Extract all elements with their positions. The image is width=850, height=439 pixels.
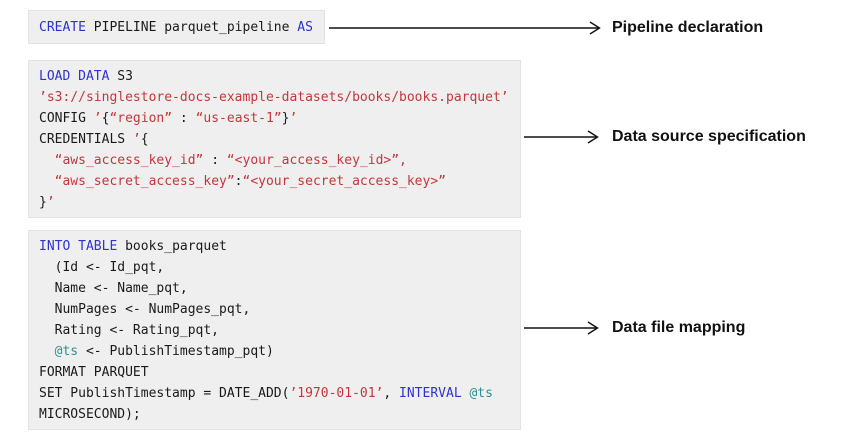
code-token-str: “us-east-1” [195,111,282,126]
code-token-str: “<your_secret_access_key>” [242,174,447,189]
code-token-pl: books_parquet [117,239,227,254]
code-line: (Id <- Id_pqt, [39,257,510,278]
code-line: LOAD DATA S3 [39,66,510,87]
code-line: SET PublishTimestamp = DATE_ADD(’1970-01… [39,383,510,404]
code-line: ’s3://singlestore-docs-example-datasets/… [39,87,510,108]
code-token-pl: SET PublishTimestamp = DATE_ADD( [39,386,290,401]
arrow-connector-data-source-specification [524,130,599,144]
code-token-str: ’ [93,111,102,126]
code-token-pl [39,174,55,189]
code-token-str: “<your_access_key_id>”, [226,153,407,168]
annotation-data-file-mapping: Data file mapping [612,319,746,336]
code-token-pl: (Id <- Id_pqt, [39,260,165,275]
code-block-data-source-specification: LOAD DATA S3 ’s3://singlestore-docs-examp… [28,60,521,218]
code-line: FORMAT PARQUET [39,362,510,383]
code-token-pl: { [140,132,149,147]
code-line: CREATE PIPELINE parquet_pipeline AS [39,17,313,38]
code-token-pl: <- PublishTimestamp_pqt) [78,344,274,359]
code-line: NumPages <- NumPages_pqt, [39,299,510,320]
code-token-pl: , [383,386,400,401]
code-token-kw: INTO TABLE [39,239,118,254]
code-token-pl: CONFIG [39,111,94,126]
arrow-connector-pipeline-declaration [329,21,601,35]
code-block-data-file-mapping: INTO TABLE books_parquet (Id <- Id_pqt, … [28,230,521,430]
code-token-pl: { [101,111,110,126]
code-token-pl: MICROSECOND); [39,407,141,422]
code-token-str: “region” [109,111,173,126]
code-token-kw: AS [297,19,313,35]
code-token-pl: } [39,195,47,210]
code-token-pl: PIPELINE parquet_pipeline [85,19,298,35]
code-line: Rating <- Rating_pqt, [39,320,510,341]
code-token-var: @ts [469,386,493,401]
code-token-str: ’ [289,111,298,126]
code-line: “aws_secret_access_key”:“<your_secret_ac… [39,171,510,192]
code-block-pipeline-declaration: CREATE PIPELINE parquet_pipeline AS [28,10,325,44]
code-token-kw: LOAD DATA [39,69,110,84]
code-token-str: ’1970-01-01’ [289,386,384,401]
code-line: “aws_access_key_id” : “<your_access_key_… [39,150,510,171]
code-token-pl: Rating <- Rating_pqt, [39,323,220,338]
code-token-pl: : [234,174,243,189]
code-token-pl: S3 [109,69,133,84]
code-token-pl: FORMAT PARQUET [39,365,149,380]
code-line: MICROSECOND); [39,404,510,425]
code-token-pl: NumPages <- NumPages_pqt, [39,302,251,317]
annotation-data-source-specification: Data source specification [612,128,806,145]
code-token-pl: CREDENTIALS [39,132,133,147]
code-token-str: “aws_access_key_id” [54,153,204,168]
code-token-kw: INTERVAL [399,386,462,401]
arrow-connector-data-file-mapping [524,321,599,335]
code-token-pl [39,153,55,168]
code-line: CREDENTIALS ’{ [39,129,510,150]
code-token-var: @ts [54,344,79,359]
code-token-pl: Name <- Name_pqt, [39,281,188,296]
code-token-str: ’s3://singlestore-docs-example-datasets/… [39,90,509,105]
code-token-str: ’ [132,132,141,147]
annotation-pipeline-declaration: Pipeline declaration [612,19,764,36]
code-token-pl: : [203,153,227,168]
code-token-pl [39,344,55,359]
code-token-str: ’ [46,195,55,210]
code-token-pl: } [281,111,290,126]
code-line: CONFIG ’{“region” : “us-east-1”}’ [39,108,510,129]
code-line: INTO TABLE books_parquet [39,236,510,257]
code-line: }’ [39,192,510,213]
code-line: Name <- Name_pqt, [39,278,510,299]
code-token-pl: : [172,111,196,126]
code-token-kw: CREATE [39,19,86,35]
code-token-str: “aws_secret_access_key” [54,174,235,189]
code-line: @ts <- PublishTimestamp_pqt) [39,341,510,362]
